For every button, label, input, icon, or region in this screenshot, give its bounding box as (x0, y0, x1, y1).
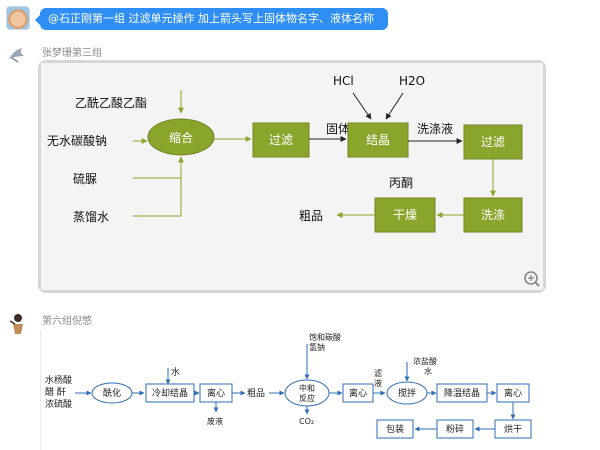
sender-name: 张梦珊第三组 (42, 44, 102, 59)
filter1-label: 过滤 (269, 133, 293, 147)
crude-label: 粗品 (299, 209, 323, 223)
avatar[interactable] (8, 312, 28, 336)
pack-label: 包装 (386, 423, 404, 435)
wash-liquid-label: 洗涤液 (417, 121, 453, 136)
h2o-label: H2O (399, 74, 425, 88)
input-label: 浓硫酸 (45, 398, 72, 410)
dry-label: 烘干 (504, 423, 522, 435)
avatar[interactable] (6, 44, 28, 66)
input-label: 醋 酐 (45, 386, 66, 398)
neutralize-label: 反应 (299, 393, 315, 403)
co2-label: CO₂ (299, 417, 314, 426)
condense-label: 缩合 (169, 130, 193, 145)
solid-label: 固体 (326, 122, 350, 136)
centrifuge2-label: 离心 (349, 387, 367, 399)
crystal-label: 结晶 (366, 133, 390, 147)
dry-label: 干燥 (393, 208, 417, 222)
image-message-diagram[interactable]: 乙酰乙酸乙酯 无水碳酸钠 硫脲 蒸馏水 缩合 过滤 固体 HCl H2O 结晶 … (38, 60, 546, 293)
input-label: 水杨酸 (45, 374, 72, 386)
filter2-label: 过滤 (481, 135, 505, 149)
neutralize-label: 中和 (299, 383, 315, 393)
input-label: 蒸馏水 (73, 210, 109, 224)
input-label: 乙酰乙酸乙酯 (75, 95, 147, 110)
centrifuge1-label: 离心 (207, 387, 225, 399)
filtrate-label: 滤 (374, 368, 382, 378)
hcl-label: 浓盐酸 (413, 356, 437, 366)
filtrate-label: 液 (374, 378, 382, 388)
input-label: 硫脲 (73, 171, 97, 186)
cool-crystal2-label: 降温结晶 (444, 387, 480, 399)
nahco3-label: 氢钠 (309, 342, 325, 352)
crude-label: 粗品 (247, 387, 265, 399)
acetone-label: 丙酮 (389, 176, 413, 190)
sender-name: 第六组倪慜 (42, 312, 92, 327)
message-text: @石正刚第一组 过滤单元操作 加上箭头写上固体物名字、液体名称 (48, 12, 374, 25)
hcl-label: HCl (333, 74, 354, 88)
hcl-label: 水 (424, 366, 432, 376)
acylation-label: 酰化 (103, 387, 121, 399)
water-label: 水 (171, 366, 180, 378)
stir-label: 搅拌 (398, 387, 416, 399)
centrifuge3-label: 离心 (504, 387, 522, 399)
nahco3-label: 饱和碳酸 (309, 332, 341, 342)
waste-label: 废液 (207, 416, 223, 426)
input-label: 无水碳酸钠 (47, 133, 107, 148)
avatar[interactable] (6, 6, 30, 30)
cool-crystal-label: 冷却结晶 (152, 387, 188, 399)
message-bubble[interactable]: @石正刚第一组 过滤单元操作 加上箭头写上固体物名字、液体名称 (40, 8, 388, 30)
image-message-diagram[interactable]: 水杨酸 醋 酐 浓硫酸 酰化 水 冷却结晶 离心 废液 粗品 饱和碳酸 氢钠 中… (40, 330, 545, 450)
crush-label: 粉碎 (446, 423, 464, 435)
wash-label: 洗涤 (481, 208, 505, 222)
